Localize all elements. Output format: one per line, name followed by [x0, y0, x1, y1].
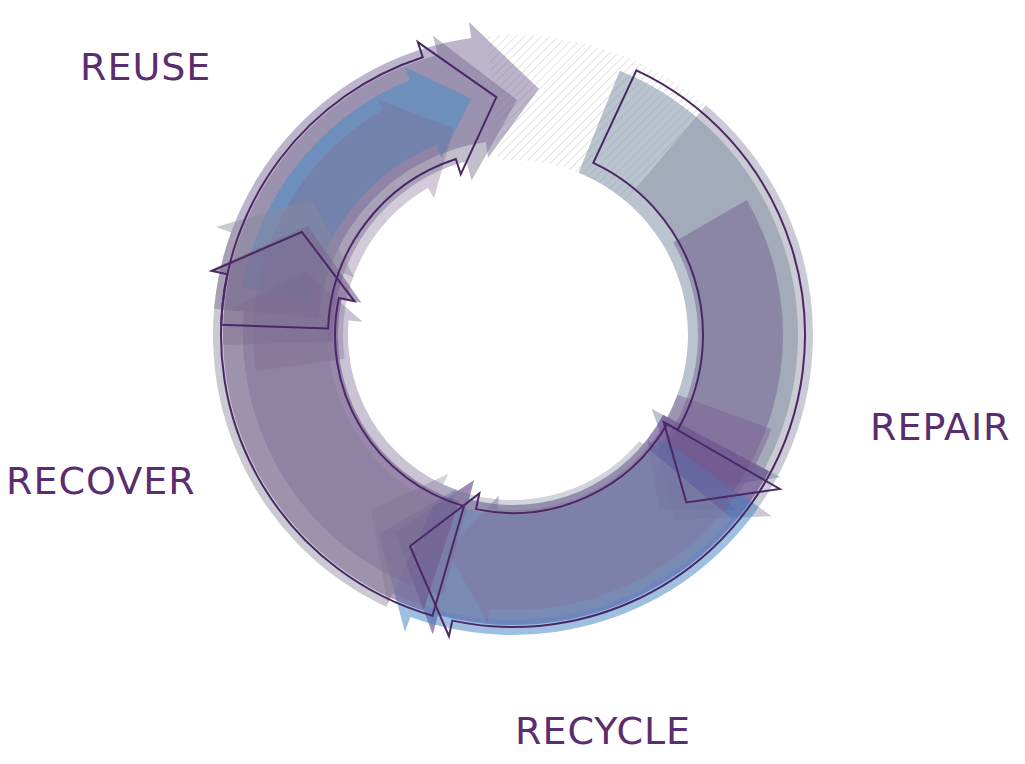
- stage-label: RECYCLE: [515, 712, 691, 750]
- cycle-arrow: [230, 271, 470, 595]
- stage-label: REPAIR: [870, 408, 1011, 446]
- stage-label: RECOVER: [6, 462, 196, 500]
- stage-label: REUSE: [80, 48, 211, 86]
- cycle-arrow-outline: [221, 42, 496, 328]
- cycle-arrows: [210, 22, 813, 636]
- cycle-arrow-outline: [212, 232, 464, 616]
- cycle-arrow-outline: [593, 70, 805, 502]
- cycle-arrow-outline: [410, 424, 766, 636]
